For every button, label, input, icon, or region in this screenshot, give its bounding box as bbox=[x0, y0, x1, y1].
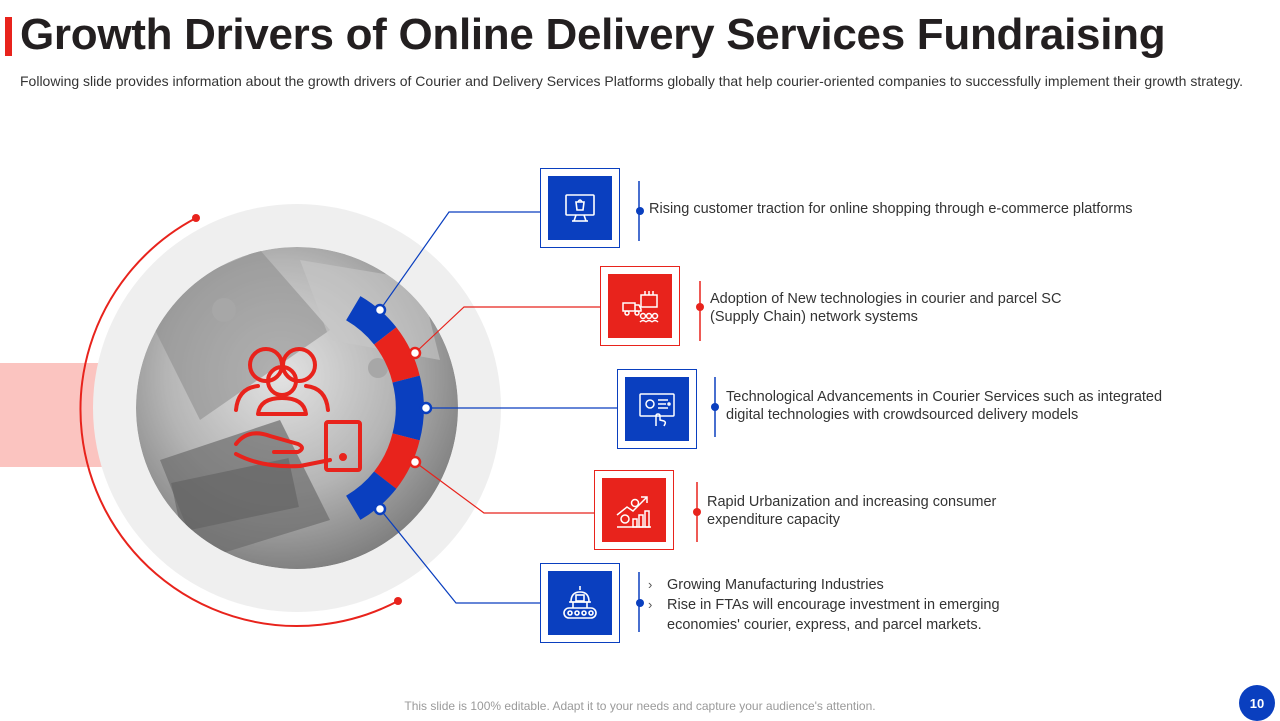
digital-technology-icon bbox=[639, 393, 675, 427]
driver-icon-box-4 bbox=[594, 470, 674, 550]
driver-icon-box-2 bbox=[600, 266, 680, 346]
driver-text-4: Rapid Urbanization and increasing consum… bbox=[707, 494, 997, 528]
driver-text-2: Adoption of New technologies in courier … bbox=[710, 291, 1062, 325]
ring-segment-3 bbox=[392, 375, 424, 441]
chevron-right-icon: › bbox=[648, 597, 653, 612]
bullet-item: ›Growing Manufacturing Industries bbox=[648, 577, 884, 593]
ring-segment-1 bbox=[346, 296, 397, 345]
chevron-right-icon: › bbox=[648, 577, 653, 592]
supply-chain-network-icon bbox=[622, 291, 659, 323]
driver-text-1: Rising customer traction for online shop… bbox=[649, 201, 1133, 217]
page-title: Growth Drivers of Online Delivery Servic… bbox=[20, 10, 1166, 59]
outer-red-arc bbox=[79, 217, 399, 627]
growth-chart-icon bbox=[616, 496, 651, 528]
conveyor-robot-icon bbox=[563, 586, 597, 619]
driver-bullets-5: ›Growing Manufacturing Industries ›Rise … bbox=[648, 575, 1048, 635]
arc-end-dot bbox=[394, 597, 402, 605]
title-accent-bar bbox=[5, 17, 12, 56]
page-subtitle: Following slide provides information abo… bbox=[20, 73, 1243, 89]
driver-icon-box-3 bbox=[617, 369, 697, 449]
driver-icon-box-5 bbox=[540, 563, 620, 643]
text-separators bbox=[636, 181, 719, 632]
connector-nodes bbox=[373, 303, 433, 516]
segmented-ring bbox=[346, 296, 424, 520]
bullet-item: ›Rise in FTAs will encourage investment … bbox=[648, 597, 1000, 633]
hand-offering-people-icon bbox=[234, 347, 362, 472]
ring-segment-2 bbox=[374, 327, 420, 383]
page-number-badge: 10 bbox=[1239, 685, 1275, 721]
monitor-shopping-icon bbox=[565, 194, 595, 222]
driver-text-3: Technological Advancements in Courier Se… bbox=[726, 389, 1163, 423]
arc-end-dot bbox=[192, 214, 200, 222]
footer-note: This slide is 100% editable. Adapt it to… bbox=[404, 699, 876, 713]
ring-segment-4 bbox=[374, 433, 420, 489]
connector-lines bbox=[379, 211, 617, 604]
driver-icon-box-1 bbox=[540, 168, 620, 248]
ring-segment-5 bbox=[346, 471, 397, 520]
